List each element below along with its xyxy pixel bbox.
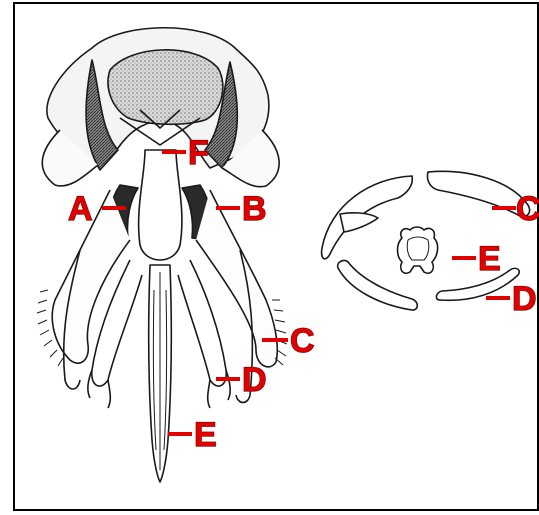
label-d: D <box>242 361 267 399</box>
left-mouthparts-drawing <box>37 28 287 482</box>
inner-piece-left <box>340 213 378 232</box>
labrum <box>139 150 182 260</box>
label-right-e: E <box>478 240 501 278</box>
label-f: F <box>188 134 209 172</box>
labial-palp-right <box>178 260 226 386</box>
label-c: C <box>290 322 315 360</box>
clypeus <box>108 50 223 124</box>
label-right-c: C <box>516 190 539 228</box>
label-right-d: D <box>512 280 537 318</box>
label-b: B <box>242 190 267 228</box>
central-section <box>398 227 438 273</box>
label-e: E <box>194 416 217 454</box>
label-a: A <box>68 190 93 228</box>
